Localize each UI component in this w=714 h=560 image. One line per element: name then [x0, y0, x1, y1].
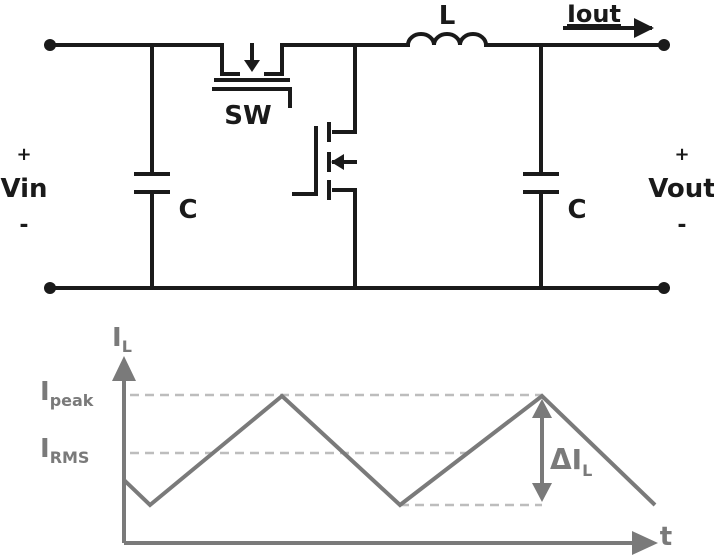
inductor — [405, 32, 489, 48]
input-terminal-bottom — [44, 282, 56, 294]
output-capacitor — [523, 43, 559, 290]
input-capacitor-label: C — [178, 195, 197, 225]
y-axis-label: IL — [112, 323, 132, 356]
input-capacitor — [134, 43, 170, 290]
output-voltage-plus: + — [674, 144, 689, 165]
top-rail-switch-right — [280, 43, 410, 76]
inductor-current-graph: IL t Ipeak IRMS ΔIL — [40, 323, 672, 555]
delta-il-label: ΔIL — [550, 443, 592, 480]
inductor-current-waveform — [122, 393, 657, 508]
top-rail-left — [48, 43, 224, 76]
x-axis-arrowhead — [632, 531, 658, 555]
rms-label: IRMS — [40, 434, 89, 467]
peak-label: Ipeak — [40, 377, 94, 410]
output-voltage-label: Vout — [648, 174, 714, 204]
output-voltage-minus: - — [677, 213, 686, 238]
delta-il-arrowhead-top — [532, 399, 552, 418]
output-terminal-bottom — [658, 282, 670, 294]
input-voltage-plus: + — [16, 144, 31, 165]
inductor-label: L — [439, 1, 456, 31]
input-terminal-top — [44, 39, 56, 51]
freewheel-mosfet — [292, 43, 357, 290]
output-current-label: Iout — [567, 0, 621, 28]
input-voltage-minus: - — [19, 213, 28, 238]
output-capacitor-label: C — [567, 195, 586, 225]
y-axis-arrowhead — [112, 356, 136, 381]
circuit: L SW C C + Vin - + Vout - Iout — [0, 0, 714, 294]
output-terminal-top — [658, 39, 670, 51]
input-voltage-label: Vin — [0, 174, 47, 204]
delta-il-arrowhead-bottom — [532, 483, 552, 502]
switch-sw — [212, 43, 292, 108]
switch-label: SW — [224, 101, 271, 131]
x-axis-label: t — [660, 522, 672, 552]
